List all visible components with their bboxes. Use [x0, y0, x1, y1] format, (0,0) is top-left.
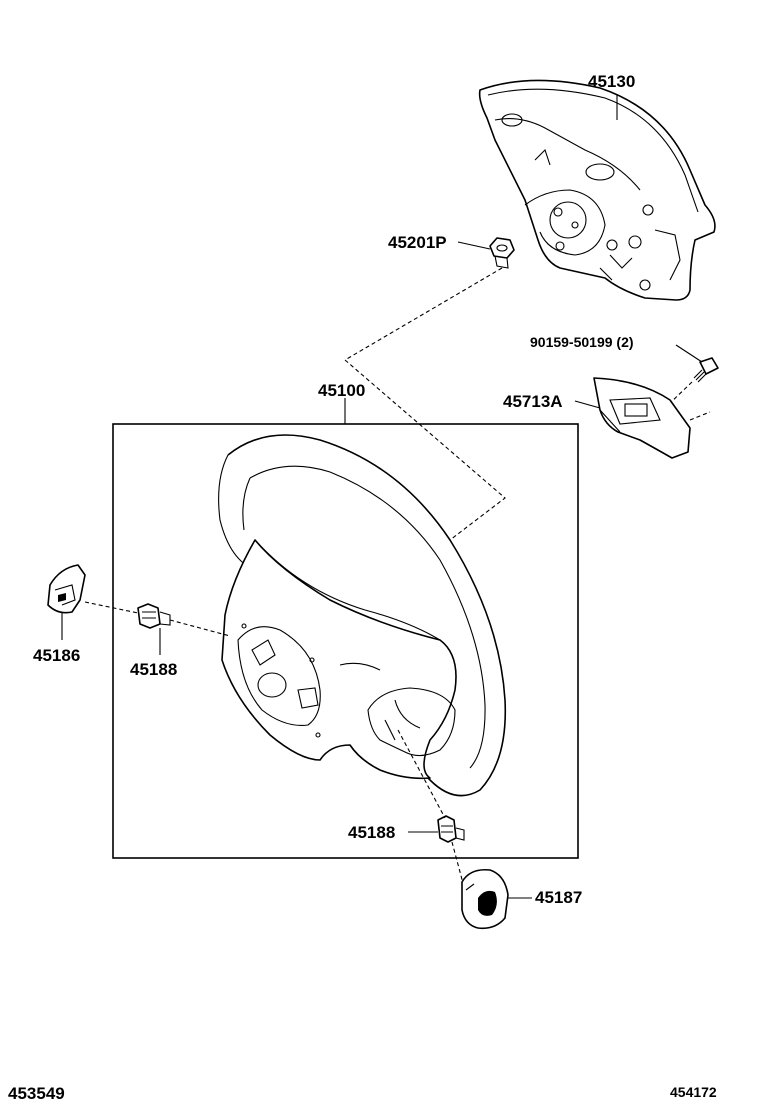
footer-right-code: 454172 [670, 1084, 717, 1100]
lower-screw-45188[interactable] [437, 815, 465, 843]
airbag-part-label: 45130 [588, 72, 635, 91]
switch-cover-45713a[interactable] [593, 377, 691, 459]
lower-screw-dashed-guide [397, 729, 446, 819]
wheel-part-label: 45100 [318, 381, 365, 400]
screw-dashed-guide-2 [689, 411, 711, 421]
screw-dashed-guide [667, 381, 693, 406]
left-screw-45188[interactable] [137, 603, 171, 629]
screw-leader [675, 344, 703, 363]
airbag-module-45130[interactable] [478, 79, 716, 301]
nut-dashed-guide [344, 267, 506, 606]
footer-left-code: 453549 [8, 1084, 65, 1103]
steering-wheel-45100[interactable] [218, 434, 507, 797]
nut-part-label: 45201P [388, 233, 447, 252]
right-cover-45187[interactable] [461, 868, 509, 930]
nut-45201p[interactable] [489, 237, 515, 269]
left-cover-dashed-guide [84, 601, 139, 614]
left-screw-part-label: 45188 [130, 660, 177, 679]
switch-cover-part-label: 45713A [503, 392, 563, 411]
left-screw-dashed-guide [169, 619, 231, 637]
left-cover-part-label: 45186 [33, 646, 80, 665]
switch-cover-leader [574, 400, 601, 409]
screw-part-label: 90159-50199 (2) [530, 334, 634, 350]
left-cover-45186[interactable] [47, 564, 86, 614]
screw-90159-50199[interactable] [693, 357, 719, 383]
nut-leader [457, 241, 491, 250]
lower-screw-part-label: 45188 [348, 823, 395, 842]
right-cover-part-label: 45187 [535, 888, 582, 907]
